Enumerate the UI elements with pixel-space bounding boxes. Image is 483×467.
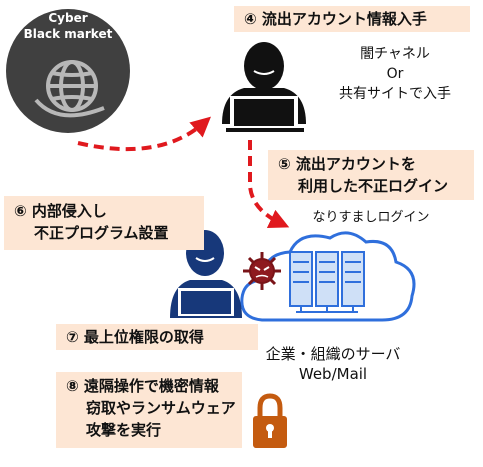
step5-line2: 利用した不正ログイン [298,177,449,195]
lock-icon [253,393,287,448]
attacker-icon [222,42,306,132]
internal-attacker-icon [170,230,242,318]
server-cloud-icon [240,231,416,322]
black-market-line1: Cyber [48,11,88,25]
step4-box: ④ 流出アカウント情報入手 [234,6,470,32]
acquire-line2: Or [386,66,404,82]
step8-box: ⑧ 遠隔操作で機密情報 窃取やランサムウェア 攻撃を実行 [56,372,242,448]
step8-line3: 攻撃を実行 [86,421,162,439]
step6-box: ⑥ 内部侵入し 不正プログラム設置 [4,196,204,250]
step6-line2: 不正プログラム設置 [34,224,169,242]
step8-line1: ⑧ 遠隔操作で機密情報 [66,377,219,395]
step6-line1: ⑥ 内部侵入し [14,202,107,220]
black-market-label: Cyber Black market [14,10,122,42]
black-market-line2: Black market [23,27,113,41]
step7-box: ⑦ 最上位権限の取得 [56,324,258,350]
virus-icon [243,252,281,290]
step8-line2: 窃取やランサムウェア [86,399,236,417]
spoof-login-label: なりすましログイン [312,210,430,225]
black-market-icon [6,9,130,133]
step7-title: ⑦ 最上位権限の取得 [66,328,204,346]
server-line1: 企業・組織のサーバ [265,345,401,363]
step5-box: ⑤ 流出アカウントを 利用した不正ログイン [268,150,474,200]
arrow-attacker-to-server [248,140,290,228]
step5-line1: ⑤ 流出アカウントを [278,155,416,173]
arrow-market-to-attacker [77,116,211,152]
server-line2: Web/Mail [298,365,368,383]
step4-title: ④ 流出アカウント情報入手 [244,10,427,28]
server-label: 企業・組織のサーバ Web/Mail [258,344,408,384]
acquire-text: 闇チャネル Or 共有サイトで入手 [320,44,470,104]
acquire-line3: 共有サイトで入手 [339,86,451,102]
acquire-line1: 闇チャネル [360,46,430,62]
